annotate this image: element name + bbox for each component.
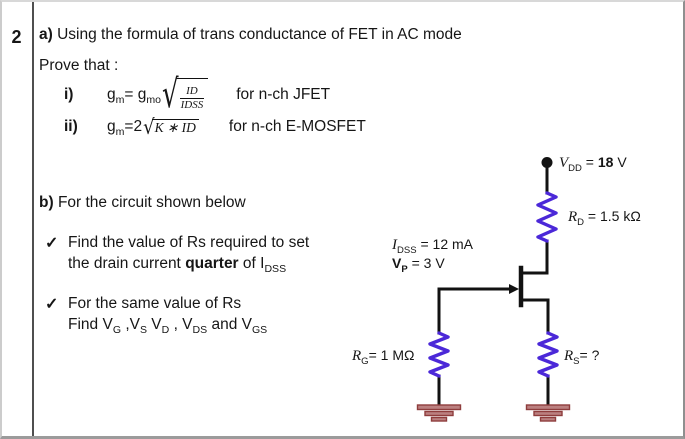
rs-resistor — [537, 331, 559, 378]
formula-ii-note: for n-ch E-MOSFET — [228, 118, 366, 135]
ground-bar — [525, 404, 571, 411]
part-b-heading: b) For the circuit shown below — [39, 194, 246, 211]
check-icon: ✓ — [45, 296, 59, 313]
ground-symbols — [416, 404, 571, 422]
ground-bar — [430, 416, 448, 422]
rd-resistor — [536, 191, 558, 243]
vdd-label: VDD = 18 V — [559, 154, 627, 174]
formula-ii-expression: gm=2 √ K ∗ ID — [107, 114, 199, 140]
circuit-diagram — [416, 157, 571, 422]
check-icon: ✓ — [45, 235, 59, 252]
vdd-terminal-dot — [541, 157, 553, 168]
task2-line1: For the same value of Rs — [68, 295, 242, 312]
ground-bar — [424, 410, 454, 417]
radical-sign: √ ID IDSS — [162, 73, 209, 118]
gate-wire — [437, 287, 512, 335]
formula-ii-number: ii) — [64, 118, 78, 135]
idss-label: IDSS = 12 mA — [392, 236, 473, 256]
formula-row-i: i) gm= gmo √ ID IDSS for n-ch JFET — [64, 73, 331, 118]
rd-label: RD = 1.5 kΩ — [568, 208, 641, 228]
source-wire — [521, 298, 550, 335]
fraction: ID IDSS — [179, 85, 205, 112]
ground-bar — [416, 404, 462, 411]
question-number: 2 — [11, 27, 22, 47]
prove-label: Prove that : — [39, 57, 119, 74]
formula-i-lhs: gm= gmo — [107, 86, 162, 107]
formula-row-ii: ii) gm=2 √ K ∗ ID for n-ch E-MOSFET — [64, 115, 366, 139]
column-divider-line — [32, 2, 34, 436]
drain-wire — [521, 239, 549, 275]
sqrt-glyph: √ — [143, 114, 155, 140]
rs-label: RS= ? — [564, 347, 600, 367]
ground-bar — [533, 410, 563, 417]
rg-resistor — [428, 331, 450, 378]
part-a-heading: a) Using the formula of trans conductanc… — [39, 26, 462, 43]
fraction-denominator: IDSS — [179, 98, 205, 111]
sqrt-glyph: √ — [162, 72, 179, 118]
radicand-fraction: ID IDSS — [175, 78, 209, 112]
rg-label: RG= 1 MΩ — [352, 347, 415, 367]
task2-line2: Find VG ,VS VD , VDS and VGS — [68, 316, 268, 337]
formula-i-expression: gm= gmo √ ID IDSS — [107, 73, 209, 118]
ground-bar — [539, 416, 557, 422]
formula-i-note: for n-ch JFET — [236, 86, 331, 103]
formula-ii-lhs: gm=2 — [107, 118, 143, 139]
task1-line2: the drain current quarter of IDSS — [68, 255, 287, 276]
gate-arrow-icon — [509, 284, 519, 294]
fraction-numerator: ID — [186, 85, 198, 97]
formula-i-number: i) — [64, 86, 74, 103]
vp-label: VP = 3 V — [392, 255, 445, 275]
formula-ii-radicand: K ∗ ID — [151, 118, 199, 136]
radical-sign: √ K ∗ ID — [143, 114, 199, 140]
ground-bars — [416, 404, 571, 422]
circuit-wires — [437, 165, 550, 409]
resistors — [428, 191, 559, 378]
task1-line1: Find the value of Rs required to set — [68, 234, 310, 251]
